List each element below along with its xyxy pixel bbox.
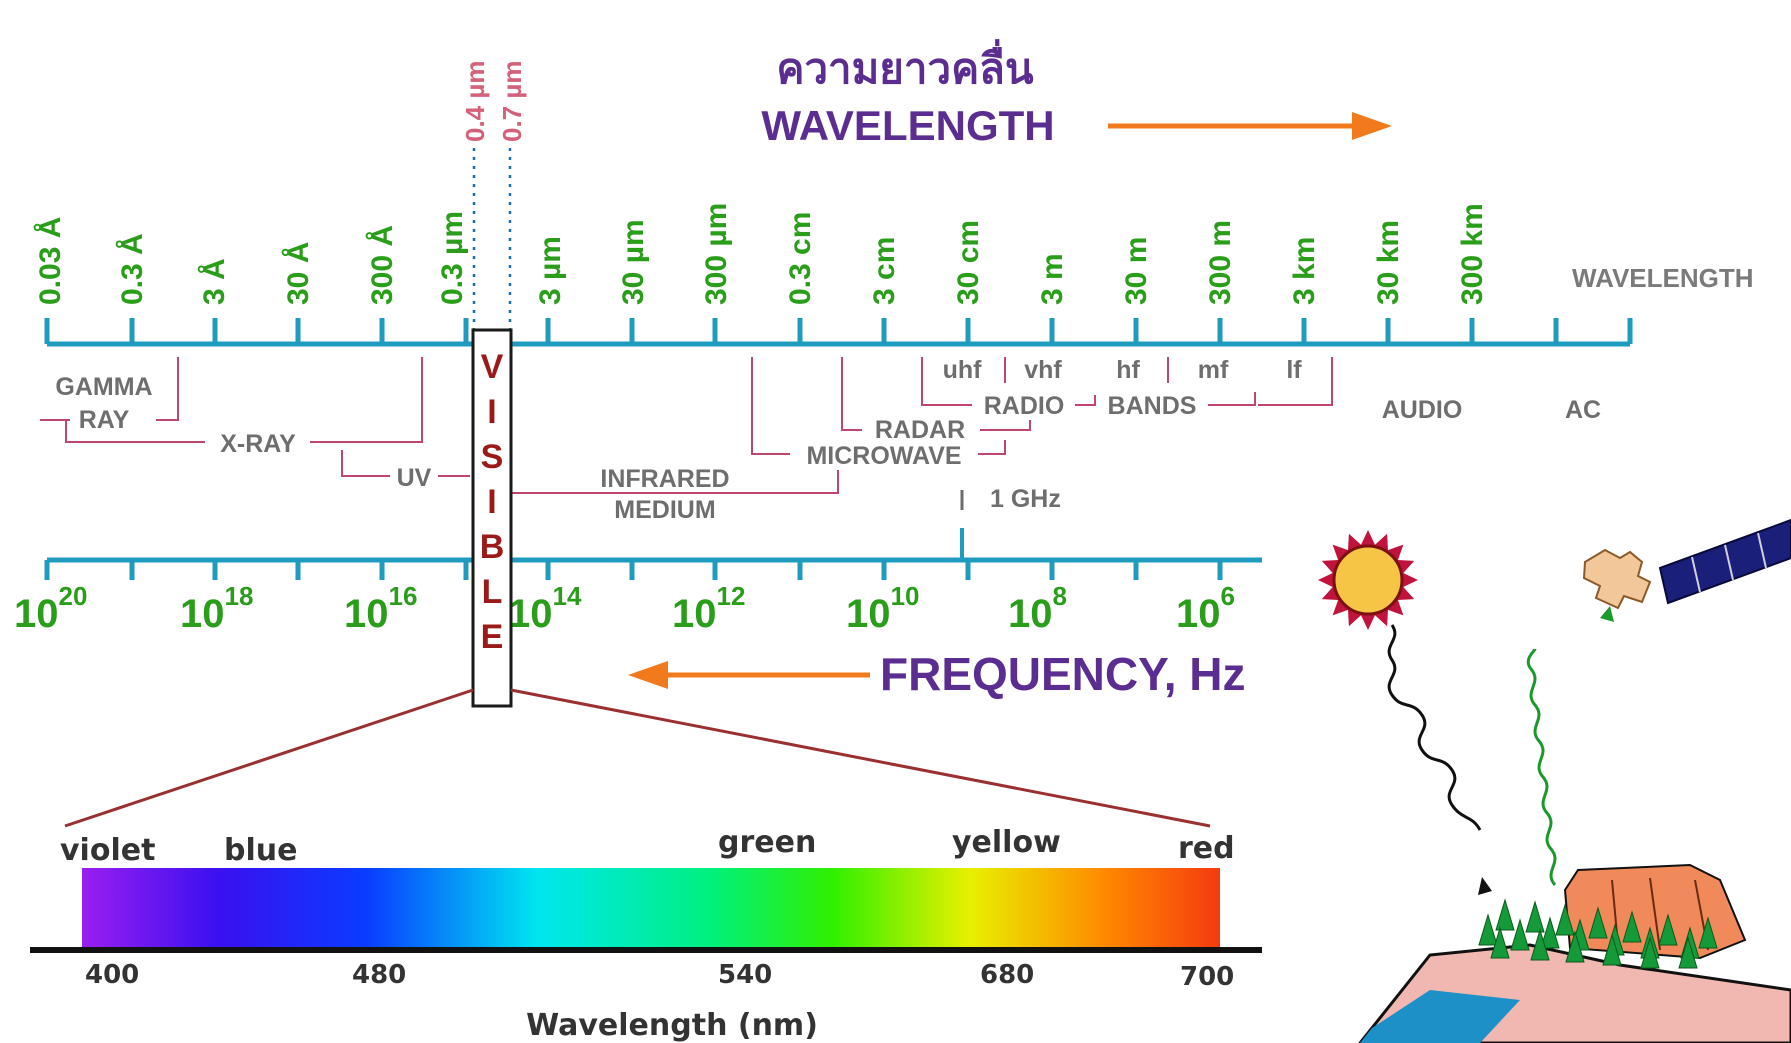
frequency-tick: 1012 <box>672 581 745 636</box>
wavelength-tick-labels: 0.03 Å 0.3 Å 3 Å 30 Å 300 Å 0.3 µm 3 µm 30 µm 30… <box>34 203 1489 305</box>
visible-letter: V <box>481 348 504 386</box>
wavelength-tick: 300 m <box>1204 220 1237 305</box>
frequency-tick: 1010 <box>846 581 919 636</box>
color-green: green <box>718 825 816 860</box>
frequency-tick: 106 <box>1176 581 1235 636</box>
band-radio: RADIO <box>984 392 1065 420</box>
spectrum-tick-480: 480 <box>352 960 406 990</box>
sun-icon <box>1318 530 1418 630</box>
visible-bound-high: 0.7 µm <box>497 61 527 142</box>
wavelength-tick: 30 µm <box>617 219 650 305</box>
visible-letter: I <box>487 483 496 521</box>
band-hf: hf <box>1116 356 1140 384</box>
visible-spectrum-bar <box>82 868 1220 948</box>
wavelength-tick: 300 µm <box>700 203 733 305</box>
visible-letter: L <box>482 573 503 611</box>
spectrum-axis-label: Wavelength (nm) <box>526 1008 818 1043</box>
spectrum-tick-700: 700 <box>1180 962 1234 992</box>
band-uhf: uhf <box>943 356 983 384</box>
wavelength-tick: 3 µm <box>534 236 567 305</box>
frequency-tick: 1014 <box>508 581 582 636</box>
trees-icon <box>1478 898 1718 969</box>
band-mf: mf <box>1198 356 1229 384</box>
wavelength-tick: 30 Å <box>282 242 315 305</box>
band-uv: UV <box>397 464 432 492</box>
frequency-axis <box>44 557 1262 580</box>
spectrum-tick-540: 540 <box>718 960 772 990</box>
band-bands: BANDS <box>1108 392 1197 420</box>
spectrum-tick-400: 400 <box>85 960 139 990</box>
satellite-icon <box>1582 518 1791 610</box>
wavelength-axis-label: WAVELENGTH <box>1572 263 1754 293</box>
wavelength-arrow-icon <box>1108 112 1392 140</box>
color-red: red <box>1178 831 1235 866</box>
frequency-arrow-icon <box>628 661 870 689</box>
spectrum-tick-680: 680 <box>980 960 1034 990</box>
remote-sensing-illustration <box>1318 518 1791 1043</box>
frequency-tick-labels: 1020 1018 1016 1014 1012 1010 108 106 <box>14 581 1235 636</box>
terrain-icon <box>1358 863 1791 1043</box>
band-microwave: MICROWAVE <box>806 442 961 470</box>
band-audio: AUDIO <box>1382 396 1463 424</box>
color-blue: blue <box>224 833 297 868</box>
band-ac: AC <box>1565 396 1601 424</box>
visible-bound-low: 0.4 µm <box>460 61 490 142</box>
wavelength-tick: 0.3 µm <box>436 211 469 305</box>
color-yellow: yellow <box>952 825 1061 860</box>
wavelength-tick: 0.3 Å <box>116 233 149 305</box>
wavelength-heading: WAVELENGTH <box>761 102 1054 149</box>
wavelength-tick: 300 Å <box>366 225 399 305</box>
wavelength-tick: 30 m <box>1120 237 1153 305</box>
band-brackets <box>40 357 1333 494</box>
wavelength-tick: 3 Å <box>198 258 231 305</box>
frequency-tick: 1018 <box>180 581 253 636</box>
band-ray: RAY <box>79 406 130 434</box>
band-gamma: GAMMA <box>55 373 152 401</box>
band-xray: X-RAY <box>220 430 296 458</box>
wavelength-tick: 3 km <box>1288 237 1321 305</box>
frequency-label: FREQUENCY, Hz <box>880 648 1245 700</box>
band-radar: RADAR <box>875 416 965 444</box>
visible-letter: B <box>480 528 505 566</box>
wavelength-tick: 30 km <box>1372 220 1405 305</box>
wavelength-axis <box>44 318 1633 347</box>
incoming-wave-icon <box>1387 624 1482 831</box>
reflected-wave-icon <box>1526 648 1557 886</box>
band-ghz: 1 GHz <box>990 485 1061 513</box>
band-lf: lf <box>1286 356 1302 384</box>
color-violet: violet <box>60 833 155 868</box>
visible-letter: E <box>481 618 504 656</box>
wavelength-tick: 300 km <box>1456 203 1489 305</box>
wavelength-tick: 3 m <box>1036 253 1069 305</box>
band-vhf: vhf <box>1024 356 1062 384</box>
frequency-tick: 1020 <box>14 581 87 636</box>
visible-letter: S <box>481 438 504 476</box>
wavelength-tick: 0.03 Å <box>34 217 67 305</box>
frequency-tick: 1016 <box>344 581 417 636</box>
thai-heading: ความยาวคลื่น <box>776 39 1034 93</box>
wavelength-tick: 0.3 cm <box>784 212 817 305</box>
band-infrared: INFRARED <box>600 465 729 493</box>
frequency-tick: 108 <box>1008 581 1067 636</box>
visible-letter: I <box>487 393 496 431</box>
wavelength-tick: 30 cm <box>952 220 985 305</box>
band-medium: MEDIUM <box>614 496 715 524</box>
visible-box <box>471 328 513 708</box>
wavelength-tick: 3 cm <box>868 237 901 305</box>
